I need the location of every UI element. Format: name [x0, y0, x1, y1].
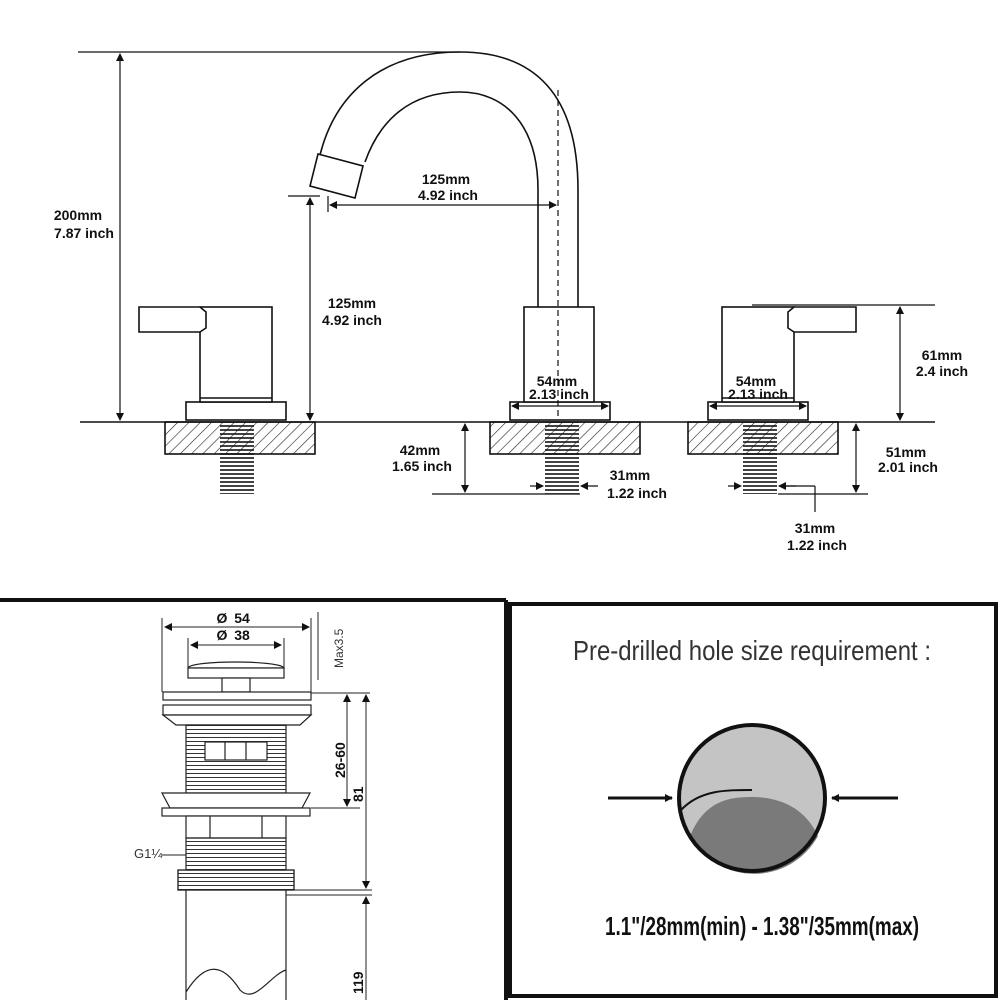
hole-requirement-title: Pre-drilled hole size requirement : [573, 635, 931, 666]
shank-center [545, 422, 579, 494]
drain-cap-max: Max3.5 [332, 628, 346, 668]
center-shank-diameter-inch: 1.22 inch [607, 485, 667, 501]
right-base-inch: 2.13 inch [728, 386, 788, 402]
shank-left [220, 422, 254, 494]
shank-right [743, 422, 777, 494]
hole-requirement-panel: Pre-drilled hole size requirement : 1.1"… [508, 602, 998, 998]
drain-tail-length: 119 [350, 971, 366, 994]
spout-height-inch: 4.92 inch [322, 312, 382, 328]
center-base-inch: 2.13 inch [529, 386, 589, 402]
drain-inner-diameter: 38 [234, 627, 250, 643]
spout [309, 51, 611, 421]
hole-circle [677, 723, 827, 874]
right-shank-length-inch: 2.01 inch [878, 459, 938, 475]
center-shank-diameter-mm: 31mm [610, 467, 650, 483]
hole-size-range: 1.1"/28mm(min) - 1.38"/35mm(max) [605, 911, 919, 941]
faucet-drawing [78, 51, 935, 512]
right-shank-length-mm: 51mm [886, 444, 926, 460]
drain-outer-diameter: 54 [234, 610, 250, 626]
handle-height-inch: 2.4 inch [916, 363, 968, 379]
drain-body-length: 81 [350, 786, 366, 802]
drain-panel: Ø 54 Ø 38 Max3.5 26-60 81 G1¼ 119 [0, 598, 508, 1000]
drain-drawing [161, 661, 313, 1000]
spout-reach-mm: 125mm [422, 171, 470, 187]
center-shank-length-inch: 1.65 inch [392, 458, 452, 474]
diameter-symbol-inner: Ø [217, 627, 228, 643]
right-shank-diameter-mm: 31mm [795, 520, 835, 536]
diameter-symbol-outer: Ø [217, 610, 228, 626]
center-shank-length-mm: 42mm [400, 442, 440, 458]
faucet-labels: 200mm 7.87 inch 125mm 4.92 inch 125mm 4.… [54, 171, 968, 553]
spout-reach-inch: 4.92 inch [418, 187, 478, 203]
right-handle [707, 306, 857, 421]
drain-labels: Ø 54 Ø 38 Max3.5 26-60 81 G1¼ 119 [134, 610, 366, 994]
right-base-mm: 54mm [736, 373, 776, 389]
spout-height-mm: 125mm [328, 295, 376, 311]
center-base-mm: 54mm [537, 373, 577, 389]
total-height-inch: 7.87 inch [54, 225, 114, 241]
right-shank-diameter-inch: 1.22 inch [787, 537, 847, 553]
total-height-mm: 200mm [54, 207, 102, 223]
drain-thickness-range: 26-60 [332, 742, 348, 778]
handle-height-mm: 61mm [922, 347, 962, 363]
left-handle [138, 306, 287, 421]
drain-thread: G1¼ [134, 846, 162, 861]
